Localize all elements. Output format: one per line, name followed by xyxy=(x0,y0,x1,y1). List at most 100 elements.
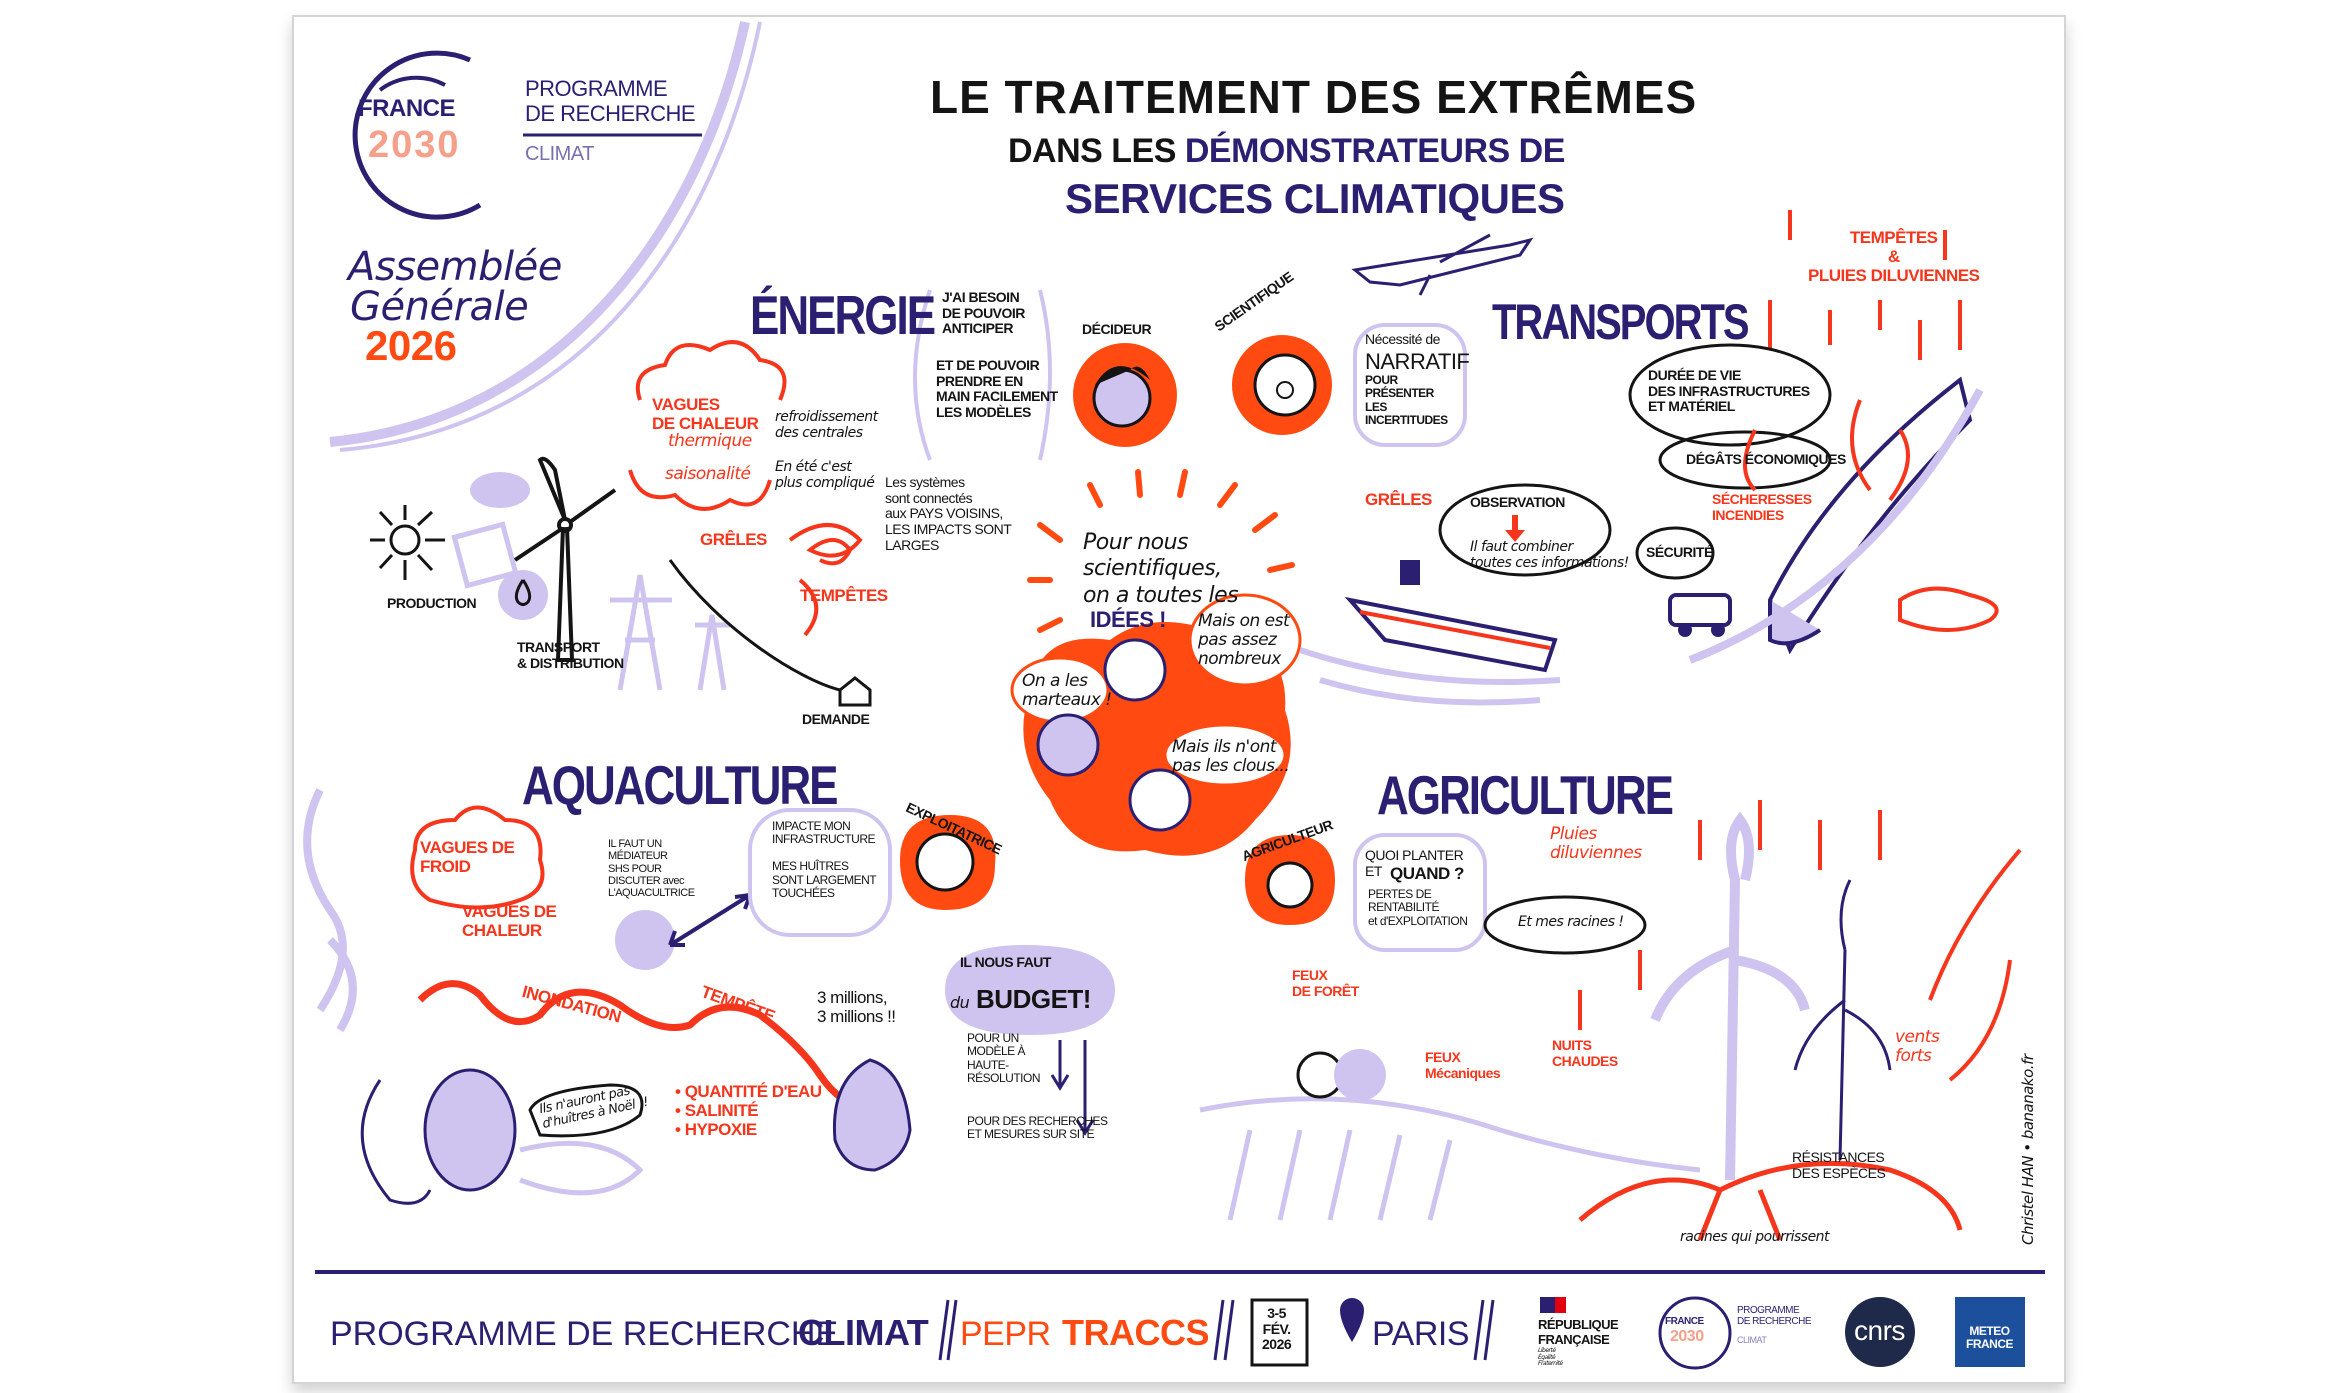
froid-cloud xyxy=(410,805,545,910)
aqua-modele: POUR UN MODÈLE À HAUTE- RÉSOLUTION xyxy=(967,1031,1041,1086)
footer-city: PARIS xyxy=(1372,1315,1470,1353)
footer-f2030-climat: CLIMAT xyxy=(1737,1335,1767,1345)
clous-bubble xyxy=(1163,723,1287,787)
narratif-bubble xyxy=(1353,323,1467,447)
ship xyxy=(1299,560,1561,706)
power-pylons xyxy=(610,574,730,691)
calendar-icon xyxy=(1250,1298,1309,1367)
car xyxy=(1668,593,1732,637)
footer-climat: CLIMAT xyxy=(798,1312,929,1353)
securite-bubble xyxy=(1635,526,1715,580)
solar-panel xyxy=(451,521,519,589)
quote-nombreux: Mais on est pas assez nombreux xyxy=(1198,611,1290,670)
aqua-bullets: • QUANTITÉ D'EAU • SALINITÉ • HYPOXIE xyxy=(675,1082,822,1139)
budget-bubble xyxy=(945,945,1115,1035)
energie-ete: En été c'est plus compliqué xyxy=(775,459,875,491)
nombreux-bubble xyxy=(1188,593,1302,687)
transports-greles: GRÊLES xyxy=(1365,490,1432,509)
france-2030-logo xyxy=(352,50,702,220)
transports-combiner: Il faut combiner toutes ces informations… xyxy=(1470,539,1629,571)
narratif-post: POUR PRÉSENTER LES INCERTITUDES xyxy=(1365,373,1448,428)
transports-degats: DÉGÂTS ÉCONOMIQUES xyxy=(1686,451,1846,467)
energie-systemes: Les systèmes sont connectés aux PAYS VOI… xyxy=(885,474,1012,553)
transports-secheresses: SÉCHERESSES INCENDIES xyxy=(1712,491,1812,523)
aqua-impacte: IMPACTE MON INFRASTRUCTURE MES HUÎTRES S… xyxy=(772,819,877,901)
logo-programme: PROGRAMME DE RECHERCHE xyxy=(525,76,696,127)
oyster-left xyxy=(360,1068,644,1205)
transports-observation: OBSERVATION xyxy=(1470,494,1565,510)
red-puddle xyxy=(1898,586,1999,632)
agri-racines-bubble: Et mes racines ! xyxy=(1518,914,1624,930)
transports-duree: DURÉE DE VIE DES INFRASTRUCTURES ET MATÉ… xyxy=(1648,367,1810,415)
footer-cnrs: cnrs xyxy=(1854,1315,1905,1346)
burst-quote: Pour nous scientifiques, on a toutes les xyxy=(1083,530,1239,608)
agri-pluies: Pluies diluviennes xyxy=(1550,824,1642,864)
wind-swirls xyxy=(1928,848,2022,1082)
corn-plant xyxy=(1650,811,1810,1181)
field xyxy=(1199,1096,1701,1221)
label-demande: DEMANDE xyxy=(802,711,870,727)
footer-separators xyxy=(938,1299,1495,1361)
red-waves xyxy=(417,980,871,1114)
water-drop-icon xyxy=(498,570,548,620)
energie-saisonalite: saisonalité xyxy=(665,464,751,484)
decideur-quote-anticiper: J'AI BESOIN DE POUVOIR ANTICIPER xyxy=(942,289,1025,337)
oyster-right xyxy=(832,1058,912,1172)
lavender-swirls xyxy=(303,788,357,1033)
title-line1: LE TRAITEMENT DES EXTRÊMES xyxy=(930,71,1698,123)
event-line2: Générale xyxy=(350,284,529,330)
agri-nuits-chaudes: NUITS CHAUDES xyxy=(1552,1037,1618,1069)
quoi-planter-bubble xyxy=(1353,833,1487,952)
decideur-avatar xyxy=(1073,343,1177,447)
budget-du: du xyxy=(950,993,970,1012)
idea-burst xyxy=(1027,469,1295,633)
person-face xyxy=(1128,768,1192,832)
footer-france2030-circle xyxy=(1658,1296,1732,1370)
agri-resistances: RÉSISTANCES DES ESPÈCES xyxy=(1792,1149,1886,1181)
soil-roots xyxy=(1578,1160,1963,1241)
agri-feux-mecaniques: FEUX Mécaniques xyxy=(1425,1049,1501,1081)
agri-pertes: PERTES DE RENTABILITÉ et d'EXPLOITATION xyxy=(1368,887,1468,928)
logo-2030: 2030 xyxy=(368,124,461,166)
event-line1: Assemblée xyxy=(348,244,562,290)
bullet-item: • SALINITÉ xyxy=(675,1101,759,1121)
duree-bubble xyxy=(1628,343,1832,447)
footer-rf: RÉPUBLIQUE FRANÇAISE xyxy=(1538,1317,1619,1347)
footer-programme: PROGRAMME DE RECHERCHE xyxy=(330,1315,839,1353)
energie-refroidissement: refroidissement des centrales xyxy=(775,409,878,441)
budget-pre: IL NOUS FAUT xyxy=(960,954,1051,970)
quote-marteaux: On a les marteaux ! xyxy=(1022,671,1112,711)
fire-flames xyxy=(1743,399,1910,502)
burst-idees: IDÉES ! xyxy=(1090,607,1166,632)
power-line xyxy=(668,559,841,692)
heading-energie: ÉNERGIE xyxy=(750,285,936,347)
bullet-item: • QUANTITÉ D'EAU xyxy=(675,1082,822,1101)
decideur-quote-modeles: ET DE POUVOIR PRENDRE EN MAIN FACILEMENT… xyxy=(936,357,1058,421)
bullet-item: • HYPOXIE xyxy=(675,1120,757,1140)
label-transport-distribution: TRANSPORT & DISTRIBUTION xyxy=(517,639,624,671)
footer-rf-motto: Liberté Égalité Fraternité xyxy=(1538,1347,1563,1368)
observation-bubble xyxy=(1438,483,1612,577)
footer-traccs: TRACCS xyxy=(1062,1312,1210,1353)
storm-swirl xyxy=(788,523,863,637)
logo-france: FRANCE xyxy=(358,95,456,122)
down-arrow-icon xyxy=(1505,515,1525,542)
airplane xyxy=(1351,233,1534,296)
aqua-millions: 3 millions, 3 millions !! xyxy=(817,988,896,1027)
train xyxy=(1688,376,1984,664)
footer-pepr: PEPR xyxy=(960,1315,1051,1353)
factory-smoke xyxy=(470,472,530,508)
energie-greles: GRÊLES xyxy=(700,530,767,549)
wind-turbine xyxy=(513,456,617,662)
noel-bubble xyxy=(528,1083,644,1138)
rain-drops xyxy=(1578,800,1882,1030)
rain-drops xyxy=(1768,210,1962,360)
mediateur-avatar xyxy=(615,910,675,970)
energie-tempetes: TEMPÊTES xyxy=(800,586,888,605)
agri-quoi-planter: QUOI PLANTER ET xyxy=(1365,847,1464,879)
meteo-france-logo xyxy=(1955,1297,2025,1367)
person-face xyxy=(1036,713,1100,777)
impacte-bubble xyxy=(748,808,892,937)
house-icon xyxy=(838,676,872,707)
narratif-main: NARRATIF xyxy=(1365,349,1470,374)
